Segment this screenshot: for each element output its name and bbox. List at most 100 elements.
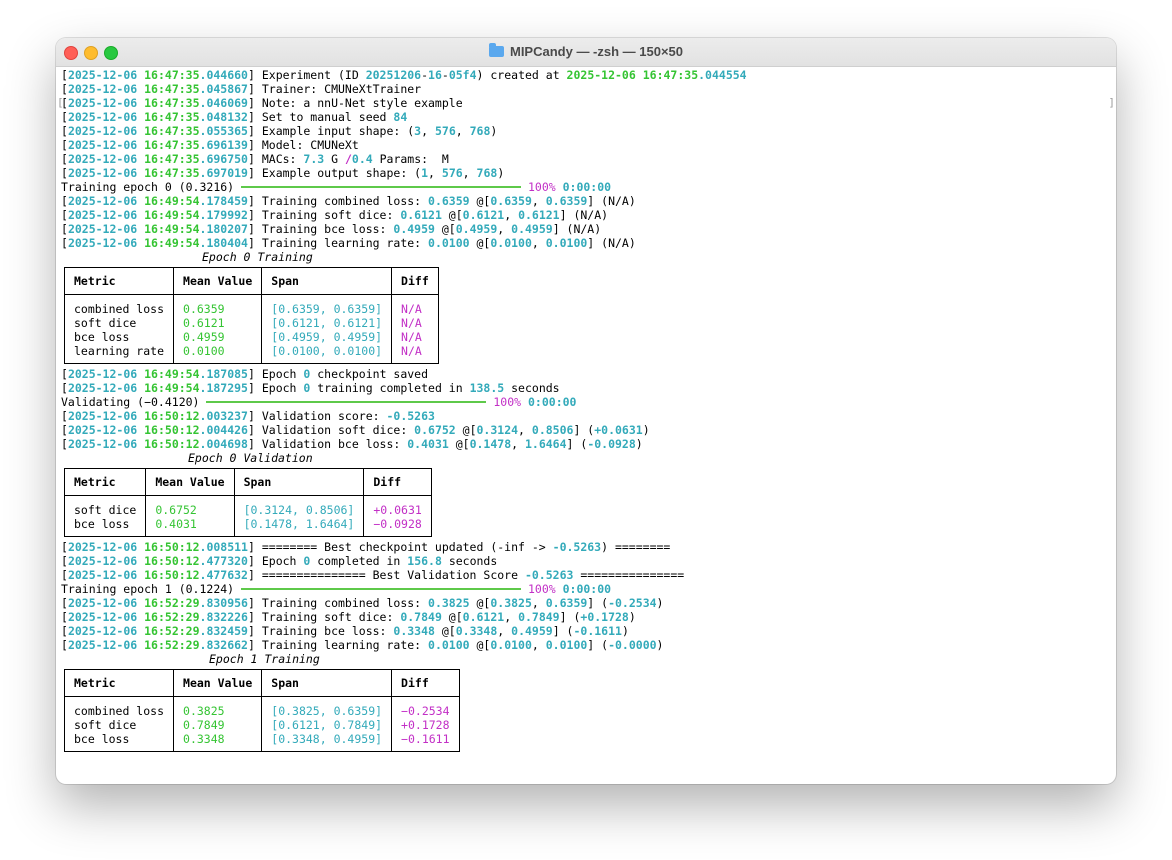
- log-v3: 0.7849: [518, 610, 560, 624]
- log-s1: ===============: [573, 568, 684, 582]
- progress-bar: [241, 186, 521, 188]
- log-message: Validation score:: [262, 409, 387, 423]
- log-s2: -: [442, 68, 449, 82]
- progress-percent: 100%: [493, 395, 521, 409]
- table-cell: −0.0928: [364, 517, 431, 537]
- log-date: 2025-12-06: [68, 381, 137, 395]
- table-row: learning rate0.0100[0.0100, 0.0100]N/A: [65, 344, 439, 364]
- terminal-window[interactable]: MIPCandy — -zsh — 150×50 [ ] [2025-12-06…: [56, 38, 1116, 784]
- log-date: 2025-12-06: [68, 610, 137, 624]
- log-microseconds: .696139: [200, 138, 248, 152]
- table-row: soft dice0.6752[0.3124, 0.8506]+0.0631: [65, 496, 432, 518]
- log-e: ] (N/A): [587, 194, 635, 208]
- table-cell: bce loss: [65, 517, 146, 537]
- log-microseconds: .003237: [200, 409, 248, 423]
- log-microseconds: .696750: [200, 152, 248, 166]
- log-time: 16:47:35: [144, 138, 199, 152]
- log-s1: -: [421, 68, 428, 82]
- log-microseconds: .046069: [200, 96, 248, 110]
- log-date: 2025-12-06: [68, 638, 137, 652]
- log-date: 2025-12-06: [68, 124, 137, 138]
- log-s2: ,: [504, 208, 518, 222]
- log-date: 2025-12-06: [68, 222, 137, 236]
- log-s1: G: [324, 152, 345, 166]
- table-cell: 0.4031: [146, 517, 234, 537]
- log-date: 2025-12-06: [68, 194, 137, 208]
- log-date: 2025-12-06: [68, 166, 137, 180]
- table-caption: Epoch 0 Training: [61, 250, 1111, 264]
- log-tt: 16:47:35: [643, 68, 698, 82]
- log-v2: 0.4959: [456, 222, 498, 236]
- table-row: combined loss0.3825[0.3825, 0.6359]−0.25…: [65, 697, 460, 719]
- table-row: combined loss0.6359[0.6359, 0.6359]N/A: [65, 295, 439, 317]
- table-cell: bce loss: [65, 732, 174, 752]
- table-cell: N/A: [392, 344, 439, 364]
- log-s2: ,: [518, 423, 532, 437]
- results-table: MetricMean ValueSpanDiffcombined loss0.6…: [64, 267, 439, 364]
- table-cell: N/A: [392, 316, 439, 330]
- results-table: MetricMean ValueSpanDiffsoft dice0.6752[…: [64, 468, 432, 537]
- progress-line: Validating (−0.4120) 100% 0:00:00: [61, 395, 1111, 409]
- log-s1: @[: [449, 437, 470, 451]
- log-s1: ,: [421, 124, 435, 138]
- log-date: 2025-12-06: [68, 568, 137, 582]
- log-s1: @[: [470, 596, 491, 610]
- progress-bar: [241, 588, 521, 590]
- log-message: Model: CMUNeXt: [262, 138, 359, 152]
- log-message: Training soft dice:: [262, 208, 400, 222]
- table-caption: Epoch 1 Training: [61, 652, 1111, 666]
- table-cell: bce loss: [65, 330, 174, 344]
- log-line: [2025-12-06 16:52:29.830956] Training co…: [61, 596, 1111, 610]
- log-s2: ,: [532, 236, 546, 250]
- title-bar[interactable]: MIPCandy — -zsh — 150×50: [56, 38, 1116, 67]
- log-v2: 0.6359: [490, 194, 532, 208]
- log-v2: 16: [428, 68, 442, 82]
- log-slash: /: [345, 152, 352, 166]
- log-s2: ,: [532, 596, 546, 610]
- log-microseconds: .178459: [200, 194, 248, 208]
- log-message: Epoch: [262, 367, 304, 381]
- table-caption: Epoch 0 Validation: [61, 451, 1111, 465]
- log-message: Validation bce loss:: [262, 437, 407, 451]
- table-cell: [0.6359, 0.6359]: [262, 295, 392, 317]
- log-time: 16:47:35: [144, 82, 199, 96]
- log-line: [2025-12-06 16:47:35.696139] Model: CMUN…: [61, 138, 1111, 152]
- log-e: ): [636, 437, 643, 451]
- log-v1: 0.3348: [393, 624, 435, 638]
- table-cell: soft dice: [65, 496, 146, 518]
- log-line: [2025-12-06 16:52:29.832459] Training bc…: [61, 624, 1111, 638]
- log-s2: ,: [456, 124, 470, 138]
- log-e: ): [657, 638, 664, 652]
- log-s2: ,: [532, 194, 546, 208]
- log-microseconds: .004426: [200, 423, 248, 437]
- log-e: ] (N/A): [553, 222, 601, 236]
- progress-line: Training epoch 1 (0.1224) 100% 0:00:00: [61, 582, 1111, 596]
- log-line: [2025-12-06 16:52:29.832226] Training so…: [61, 610, 1111, 624]
- log-line: [2025-12-06 16:47:35.046069] Note: a nnU…: [61, 96, 1111, 110]
- log-line: [2025-12-06 16:50:12.477320] Epoch 0 com…: [61, 554, 1111, 568]
- log-line: [2025-12-06 16:49:54.187085] Epoch 0 che…: [61, 367, 1111, 381]
- log-line: [2025-12-06 16:50:12.008511] ======== Be…: [61, 540, 1111, 554]
- log-s2: Params:: [373, 152, 435, 166]
- log-s2: seconds: [504, 381, 559, 395]
- log-m: ] (: [573, 423, 594, 437]
- table-cell: 0.6752: [146, 496, 234, 518]
- log-v3: 0.6359: [546, 596, 588, 610]
- log-uu: .044554: [698, 68, 746, 82]
- log-date: 2025-12-06: [68, 138, 137, 152]
- log-microseconds: .477632: [200, 568, 248, 582]
- table-cell: [0.3124, 0.8506]: [234, 496, 364, 518]
- log-microseconds: .477320: [200, 554, 248, 568]
- log-dv: +0.0631: [594, 423, 642, 437]
- table-row: soft dice0.7849[0.6121, 0.7849]+0.1728: [65, 718, 460, 732]
- log-v2: 0.6121: [463, 610, 505, 624]
- log-v2: 138.5: [470, 381, 505, 395]
- log-v3: 05f4: [449, 68, 477, 82]
- table-header-cell: Diff: [364, 469, 431, 496]
- terminal-output[interactable]: [2025-12-06 16:47:35.044660] Experiment …: [61, 68, 1111, 768]
- table-header-cell: Diff: [392, 268, 439, 295]
- log-v2: 0.3825: [490, 596, 532, 610]
- log-v1: -0.5263: [386, 409, 434, 423]
- log-microseconds: .187085: [200, 367, 248, 381]
- log-time: 16:52:29: [144, 624, 199, 638]
